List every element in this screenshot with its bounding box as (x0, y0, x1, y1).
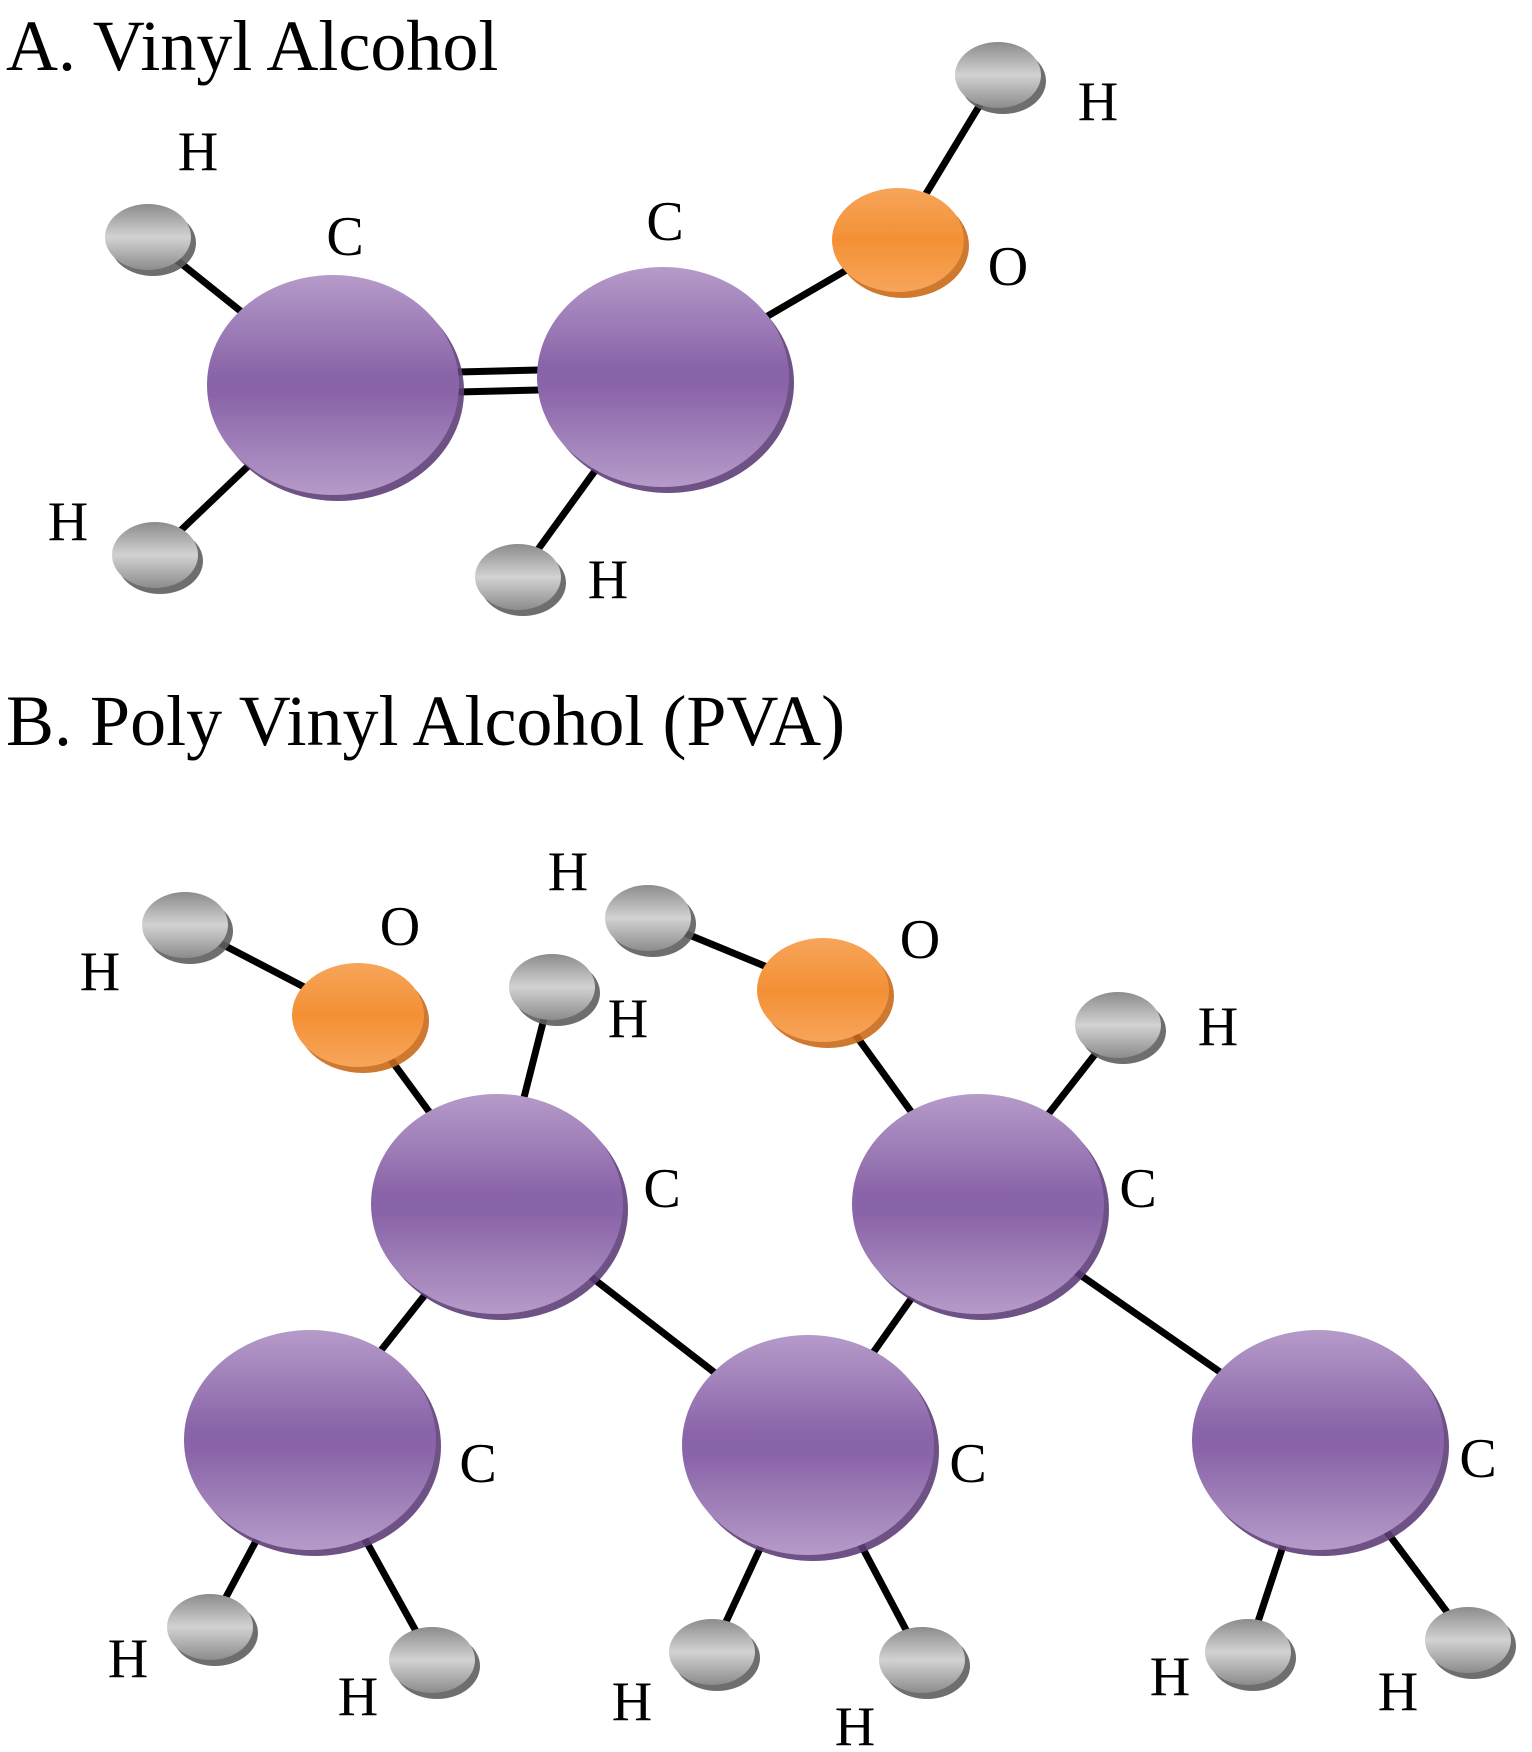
hydrogen-atom (955, 42, 1046, 114)
carbon-label: C (646, 191, 683, 253)
carbon-atom (852, 1094, 1109, 1320)
hydrogen-atom (669, 1619, 760, 1691)
hydrogen-label: H (48, 491, 88, 553)
carbon-atom (207, 275, 464, 501)
carbon-label: C (326, 206, 363, 268)
hydrogen-label: H (612, 1671, 652, 1733)
hydrogen-atom (1205, 1619, 1296, 1691)
hydrogen-atom (142, 892, 233, 964)
hydrogen-label: H (178, 121, 218, 183)
carbon-label: C (949, 1433, 986, 1495)
hydrogen-label: H (108, 1628, 148, 1690)
oxygen-label: O (988, 236, 1028, 298)
hydrogen-label: H (588, 549, 628, 611)
hydrogen-atom (105, 204, 196, 276)
hydrogen-label: H (338, 1666, 378, 1728)
carbon-atom (184, 1330, 441, 1556)
heading-poly-vinyl-alcohol: B. Poly Vinyl Alcohol (PVA) (6, 681, 845, 761)
atoms-layer (105, 42, 1516, 1699)
hydrogen-label: H (1198, 996, 1238, 1058)
hydrogen-atom (1425, 1607, 1516, 1679)
carbon-atom (537, 267, 794, 493)
carbon-label: C (459, 1433, 496, 1495)
carbon-atom (682, 1335, 939, 1561)
atom-labels-layer: C C O H H H H C C C C C O O H H H H H H H H H H (48, 71, 1497, 1752)
hydrogen-atom (1075, 992, 1166, 1064)
hydrogen-atom (879, 1627, 970, 1699)
oxygen-atom (832, 188, 969, 298)
oxygen-atom (757, 938, 894, 1048)
heading-vinyl-alcohol: A. Vinyl Alcohol (6, 6, 498, 86)
oxygen-atom (292, 963, 429, 1073)
hydrogen-atom (167, 1594, 258, 1666)
hydrogen-label: H (548, 841, 588, 903)
hydrogen-label: H (1150, 1646, 1190, 1708)
hydrogen-label: H (835, 1696, 875, 1752)
carbon-label: C (1459, 1428, 1496, 1490)
hydrogen-atom (389, 1627, 480, 1699)
hydrogen-label: H (1378, 1661, 1418, 1723)
carbon-atom (1192, 1330, 1449, 1556)
carbon-label: C (1119, 1158, 1156, 1220)
oxygen-label: O (380, 896, 420, 958)
hydrogen-atom (509, 954, 600, 1026)
hydrogen-atom (475, 544, 566, 616)
hydrogen-atom (605, 885, 696, 957)
hydrogen-label: H (608, 988, 648, 1050)
oxygen-label: O (900, 909, 940, 971)
carbon-atom (371, 1094, 628, 1320)
carbon-label: C (643, 1158, 680, 1220)
hydrogen-label: H (1078, 71, 1118, 133)
hydrogen-label: H (80, 941, 120, 1003)
hydrogen-atom (112, 522, 203, 594)
